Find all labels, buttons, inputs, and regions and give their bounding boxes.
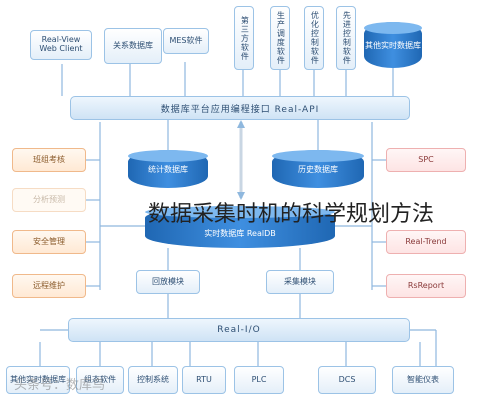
left-box-2: 安全管理 — [12, 230, 86, 254]
history-db: 历史数据库 — [272, 150, 364, 188]
right-box-1: Real-Trend — [386, 230, 466, 254]
collect-module: 采集模块 — [266, 270, 334, 294]
bottom-box-5: DCS — [318, 366, 376, 394]
third-party-software-box: 第三方软件 — [234, 6, 254, 70]
stats-db-label: 统计数据库 — [148, 164, 188, 174]
watermark: 头条号：数库鸟 — [14, 378, 106, 393]
bottom-box-1: 组态软件 — [76, 366, 124, 394]
realtime-db-label: 实时数据库 RealDB — [204, 228, 276, 238]
overlay-title: 数据采集时机的科学规划方法 — [148, 202, 435, 227]
history-db-label: 历史数据库 — [298, 164, 338, 174]
backfill-module: 回放模块 — [136, 270, 200, 294]
right-box-0: SPC — [386, 148, 466, 172]
left-box-0: 班组考核 — [12, 148, 86, 172]
optimization-control-box: 优化控制软件 — [304, 6, 324, 70]
realtime-db: 实时数据库 RealDB — [145, 206, 335, 248]
web-client-box: Real-View Web Client — [30, 30, 92, 60]
advanced-control-box: 先进控制软件 — [336, 6, 356, 70]
bottom-box-6: 智能仪表 — [392, 366, 454, 394]
mes-box: MES软件 — [163, 28, 209, 54]
api-bar: 数据库平台应用编程接口 Real-API — [70, 96, 410, 120]
bottom-box-4: PLC — [234, 366, 284, 394]
bottom-box-3: RTU — [182, 366, 226, 394]
bottom-box-0: 其他实时数据库 — [6, 366, 70, 394]
stats-db: 统计数据库 — [128, 150, 208, 188]
left-box-1: 分析预测 — [12, 188, 86, 212]
right-box-2: RsReport — [386, 274, 466, 298]
io-bar: Real-I/O — [68, 318, 410, 342]
other-realtime-db-top: 其他实时数据库 — [364, 22, 422, 68]
bottom-box-2: 控制系统 — [128, 366, 178, 394]
left-box-3: 远程维护 — [12, 274, 86, 298]
relational-db-box: 关系数据库 — [104, 28, 162, 64]
production-scheduling-box: 生产调度软件 — [270, 6, 290, 70]
other-realtime-db-top-label: 其他实时数据库 — [365, 40, 421, 50]
